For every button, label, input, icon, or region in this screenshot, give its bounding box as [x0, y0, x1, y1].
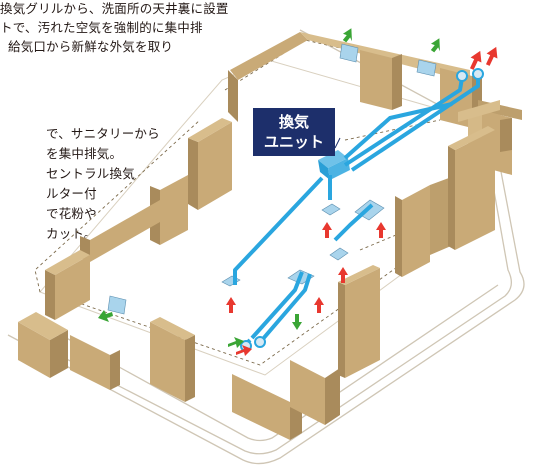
- side-text-line-1: で、サニタリーから: [46, 126, 160, 141]
- side-text-line-4: ルター付: [46, 186, 97, 201]
- supply-arrows: [98, 28, 440, 348]
- front-right-walls: [232, 100, 500, 440]
- duct-caps: [240, 68, 484, 352]
- side-text-line-3: セントラル換気: [46, 166, 135, 181]
- side-text-line-6: カット。: [46, 226, 97, 241]
- side-text-line-5: で花粉や: [46, 206, 97, 221]
- side-text-line-2: を集中排気。: [46, 146, 123, 161]
- ducts: [233, 75, 480, 347]
- unit-label-line-2: ユニット: [263, 133, 324, 151]
- intro-text-line-2: トで、汚れた空気を強制的に集中排: [0, 20, 203, 35]
- intro-text-line-1: 換気グリルから、洗面所の天井裏に設置: [0, 1, 229, 16]
- ventilation-unit-label: 換気 ユニット: [253, 108, 335, 156]
- left-walls: [18, 118, 232, 402]
- unit-label-line-1: 換気: [278, 113, 309, 131]
- intro-text-line-3: 給気口から新鮮な外気を取り: [8, 39, 174, 54]
- exhaust-arrows: [226, 46, 498, 356]
